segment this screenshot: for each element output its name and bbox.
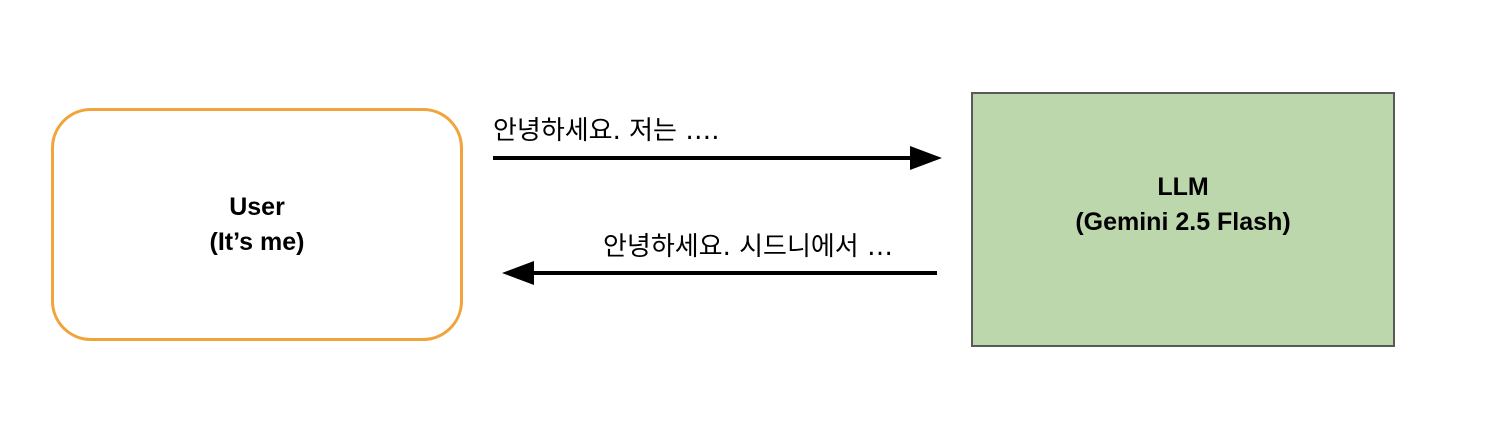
response-arrow	[502, 261, 937, 285]
user-node-title: User	[229, 192, 285, 221]
llm-node: LLM (Gemini 2.5 Flash)	[971, 92, 1395, 347]
response-arrow-head	[502, 261, 534, 285]
request-arrow	[493, 146, 942, 170]
request-arrow-head	[910, 146, 942, 170]
llm-node-subtitle: (Gemini 2.5 Flash)	[1075, 207, 1291, 236]
user-node: User (It’s me)	[51, 108, 463, 341]
llm-node-title: LLM	[1157, 172, 1209, 201]
user-node-subtitle: (It’s me)	[209, 227, 305, 256]
response-arrow-label: 안녕하세요. 시드니에서 …	[603, 232, 893, 262]
request-arrow-label: 안녕하세요. 저는 ….	[493, 116, 720, 146]
